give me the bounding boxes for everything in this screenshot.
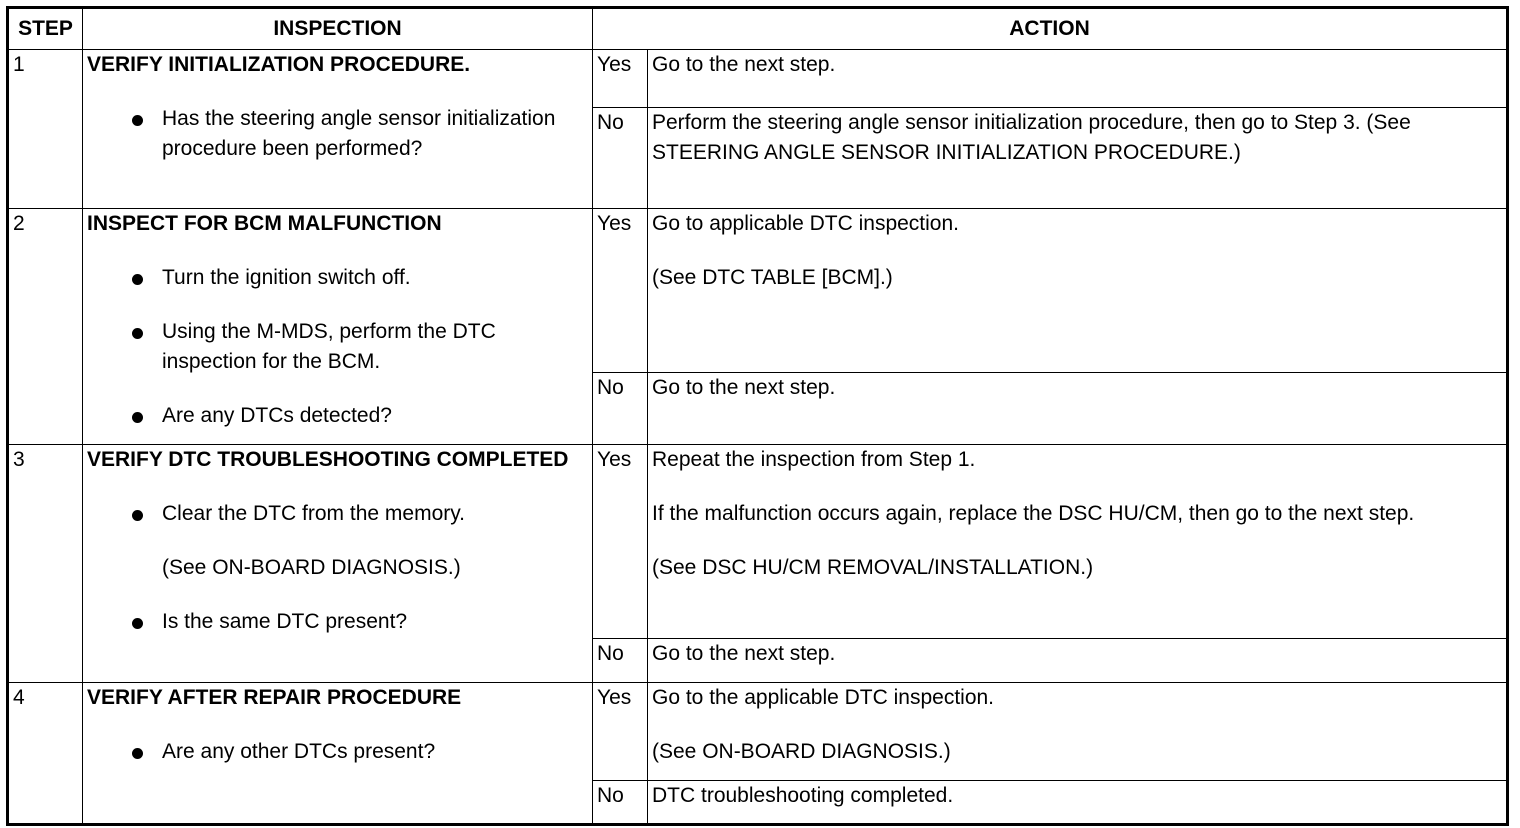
bullet-icon bbox=[132, 274, 143, 285]
step-1-bullet-1: Has the steering angle sensor initializa… bbox=[87, 104, 588, 164]
step-2-no-row: No Go to the next step. bbox=[8, 372, 1508, 445]
bullet-text: Clear the DTC from the memory. bbox=[162, 502, 466, 525]
action-text: Go to the next step. bbox=[652, 53, 836, 76]
step-2-bullet-1: Turn the ignition switch off. bbox=[87, 263, 588, 293]
step-4-number: 4 bbox=[7, 682, 83, 825]
bullet-icon bbox=[132, 618, 143, 629]
step-2-title: INSPECT FOR BCM MALFUNCTION bbox=[87, 212, 442, 235]
action-text: Go to the applicable DTC inspection. bbox=[652, 686, 995, 709]
step-1-inspection: VERIFY INITIALIZATION PROCEDURE. Has the… bbox=[82, 49, 593, 209]
bullet-icon bbox=[132, 115, 143, 126]
action-text: DTC troubleshooting completed. bbox=[652, 784, 954, 807]
step-3-yes-label: Yes bbox=[592, 444, 648, 639]
step-3-bullet-1: Clear the DTC from the memory. bbox=[87, 499, 588, 529]
step-3-sub-note: (See ON-BOARD DIAGNOSIS.) bbox=[162, 556, 461, 579]
step-1-yes-row: 1 VERIFY INITIALIZATION PROCEDURE. Has t… bbox=[7, 49, 1508, 209]
step-2-yes-label: Yes bbox=[592, 208, 648, 373]
bullet-text: Are any DTCs detected? bbox=[162, 404, 392, 427]
step-4-no-row: No DTC troubleshooting completed. bbox=[8, 780, 1508, 825]
step-3-yes-row: 3 VERIFY DTC TROUBLESHOOTING COMPLETED C… bbox=[7, 444, 1508, 683]
step-3-title: VERIFY DTC TROUBLESHOOTING COMPLETED bbox=[87, 448, 569, 471]
step-2-no-action: Go to the next step. bbox=[647, 372, 1508, 445]
step-1-number: 1 bbox=[7, 49, 83, 209]
step-1-no-action: Perform the steering angle sensor initia… bbox=[647, 107, 1508, 209]
step-2-bullet-2: Using the M-MDS, perform the DTC inspect… bbox=[87, 317, 588, 377]
action-text: (See ON-BOARD DIAGNOSIS.) bbox=[652, 740, 951, 763]
header-row: STEP INSPECTION ACTION bbox=[7, 7, 1508, 50]
bullet-icon bbox=[132, 328, 143, 339]
step-4-no-action: DTC troubleshooting completed. bbox=[647, 780, 1508, 825]
bullet-text: Are any other DTCs present? bbox=[162, 740, 436, 763]
step-3-inspection: VERIFY DTC TROUBLESHOOTING COMPLETED Cle… bbox=[82, 444, 593, 683]
action-text: Go to applicable DTC inspection. bbox=[652, 212, 959, 235]
step-4-no-label: No bbox=[592, 780, 648, 825]
bullet-text: Is the same DTC present? bbox=[162, 610, 408, 633]
action-text: If the malfunction occurs again, replace… bbox=[652, 502, 1415, 525]
step-2-inspection: INSPECT FOR BCM MALFUNCTION Turn the ign… bbox=[82, 208, 593, 445]
step-4-title: VERIFY AFTER REPAIR PROCEDURE bbox=[87, 686, 462, 709]
step-2-number: 2 bbox=[7, 208, 83, 445]
action-column-header: ACTION bbox=[592, 7, 1508, 50]
action-text: Perform the steering angle sensor initia… bbox=[652, 111, 1411, 164]
action-text: Repeat the inspection from Step 1. bbox=[652, 448, 976, 471]
step-3-number: 3 bbox=[7, 444, 83, 683]
action-text: (See DTC TABLE [BCM].) bbox=[652, 266, 893, 289]
bullet-icon bbox=[132, 748, 143, 759]
troubleshooting-table: STEP INSPECTION ACTION 1 VERIFY INITIALI… bbox=[6, 6, 1509, 826]
step-2-yes-action: Go to applicable DTC inspection. (See DT… bbox=[647, 208, 1508, 373]
step-2-bullet-3: Are any DTCs detected? bbox=[87, 401, 588, 431]
step-2-yes-row: 2 INSPECT FOR BCM MALFUNCTION Turn the i… bbox=[7, 208, 1508, 445]
bullet-text: Using the M-MDS, perform the DTC inspect… bbox=[162, 320, 496, 373]
bullet-text: Has the steering angle sensor initializa… bbox=[162, 107, 556, 160]
bullet-text: Turn the ignition switch off. bbox=[162, 266, 411, 289]
inspection-column-header: INSPECTION bbox=[82, 7, 593, 50]
step-4-inspection: VERIFY AFTER REPAIR PROCEDURE Are any ot… bbox=[82, 682, 593, 825]
step-1-title: VERIFY INITIALIZATION PROCEDURE. bbox=[87, 53, 471, 76]
step-3-yes-action: Repeat the inspection from Step 1. If th… bbox=[647, 444, 1508, 639]
step-3-bullet-2: Is the same DTC present? bbox=[87, 607, 588, 637]
step-1-no-label: No bbox=[592, 107, 648, 209]
step-1-yes-action: Go to the next step. bbox=[647, 49, 1508, 108]
step-3-no-label: No bbox=[592, 638, 648, 683]
step-1-no-row: No Perform the steering angle sensor ini… bbox=[8, 107, 1508, 209]
step-1-yes-label: Yes bbox=[592, 49, 648, 108]
step-2-no-label: No bbox=[592, 372, 648, 445]
action-text: Go to the next step. bbox=[652, 376, 836, 399]
step-4-bullet-1: Are any other DTCs present? bbox=[87, 737, 588, 767]
step-3-no-action: Go to the next step. bbox=[647, 638, 1508, 683]
step-4-yes-row: 4 VERIFY AFTER REPAIR PROCEDURE Are any … bbox=[7, 682, 1508, 825]
action-text: Go to the next step. bbox=[652, 642, 836, 665]
bullet-icon bbox=[132, 510, 143, 521]
action-text: (See DSC HU/CM REMOVAL/INSTALLATION.) bbox=[652, 556, 1094, 579]
bullet-icon bbox=[132, 412, 143, 423]
step-4-yes-label: Yes bbox=[592, 682, 648, 781]
step-column-header: STEP bbox=[7, 7, 83, 50]
step-4-yes-action: Go to the applicable DTC inspection. (Se… bbox=[647, 682, 1508, 781]
